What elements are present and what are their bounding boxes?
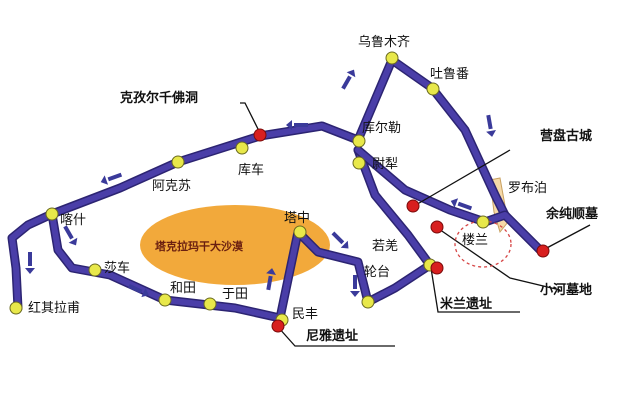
city-dot <box>385 51 399 65</box>
city-dot <box>426 82 440 96</box>
label-shache: 莎车 <box>104 260 130 276</box>
arrow-icon <box>450 198 473 211</box>
label-tazhong: 塔中 <box>284 211 310 226</box>
city-dot <box>235 141 249 155</box>
label-luntai: 轮台 <box>364 265 390 280</box>
arrow-icon <box>341 69 356 90</box>
label-turpan: 吐鲁番 <box>430 67 469 82</box>
site-dot <box>406 199 420 213</box>
taklamakan-desert-area <box>140 205 330 285</box>
label-aksu: 阿克苏 <box>152 178 191 194</box>
label-xiaohe: 小河墓地 <box>540 282 592 298</box>
label-hotan: 和田 <box>170 281 196 296</box>
arrow-icon <box>350 275 360 297</box>
arrow-icon <box>331 231 349 249</box>
label-milan: 米兰遗址 <box>440 296 492 312</box>
label-korla: 库尔勒 <box>362 120 401 136</box>
label-kizil-caves: 克孜尔千佛洞 <box>120 90 198 106</box>
site-dot <box>271 319 285 333</box>
arrow-icon <box>266 268 276 291</box>
desert-label: 塔克拉玛干大沙漠 <box>155 239 244 253</box>
site-dot <box>253 128 267 142</box>
city-dot <box>158 293 172 307</box>
label-lop-nur: 罗布泊 <box>508 181 547 196</box>
city-markers <box>9 51 490 327</box>
label-yutian: 于田 <box>222 287 248 302</box>
arrow-icon <box>128 283 149 298</box>
city-dot <box>88 263 102 277</box>
label-loulan: 楼兰 <box>462 233 488 248</box>
arrow-icon <box>100 172 123 185</box>
city-dot <box>45 207 59 221</box>
city-dot <box>476 215 490 229</box>
label-yuli: 尉犁 <box>372 157 398 172</box>
label-kuqa: 库车 <box>238 162 264 178</box>
site-dot <box>536 244 550 258</box>
label-kashgar: 喀什 <box>60 212 86 228</box>
city-dot <box>203 297 217 311</box>
city-dot <box>293 225 307 239</box>
city-dot <box>352 134 366 148</box>
label-minfeng: 民丰 <box>292 307 318 322</box>
site-markers <box>253 128 550 333</box>
site-dot <box>430 261 444 275</box>
label-hongqilafu: 红其拉甫 <box>28 300 80 316</box>
label-niya: 尼雅遗址 <box>306 328 358 344</box>
label-yuchunshun: 余纯顺墓 <box>545 206 599 222</box>
arrow-icon <box>286 120 308 130</box>
label-yingpan: 营盘古城 <box>540 128 592 144</box>
direction-arrows <box>25 69 496 298</box>
city-dot <box>361 295 375 309</box>
city-dot <box>9 301 23 315</box>
label-ruoqiang: 若羌 <box>372 238 398 254</box>
label-urumqi: 乌鲁木齐 <box>358 34 410 50</box>
site-dot <box>430 220 444 234</box>
city-dot <box>352 156 366 170</box>
arrow-icon <box>486 114 496 137</box>
arrow-icon <box>25 252 35 274</box>
arrow-icon <box>63 225 78 246</box>
city-dot <box>171 155 185 169</box>
site-leader-lines <box>240 102 591 347</box>
